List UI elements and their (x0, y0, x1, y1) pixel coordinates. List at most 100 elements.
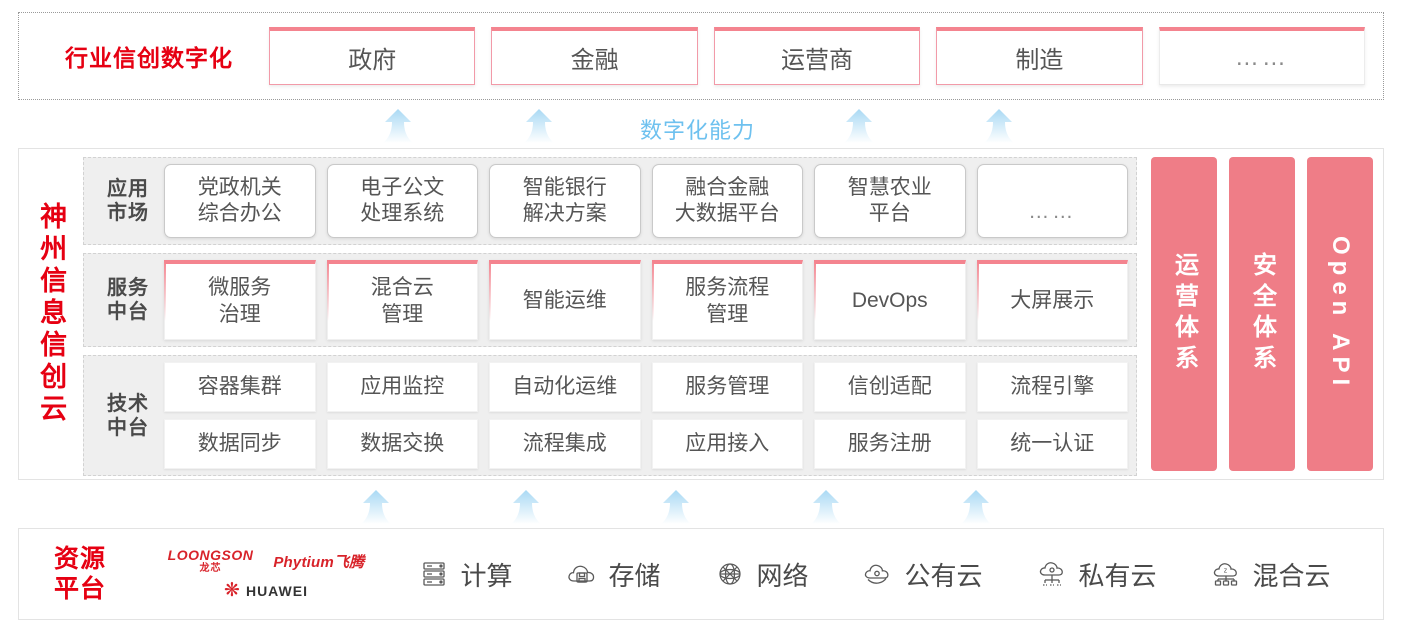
industry-box-finance[interactable]: 金融 (491, 27, 698, 85)
tech-cell-container-cluster[interactable]: 容器集群 (164, 362, 316, 412)
cell-label: 统一认证 (1010, 431, 1095, 455)
loongson-logo: LOONGSON 龙芯 (168, 548, 254, 574)
industry-box-government[interactable]: 政府 (269, 27, 476, 85)
huawei-petal-icon: ❋ (224, 580, 240, 601)
tech-cell-xinchuang-adaptation[interactable]: 信创适配 (814, 362, 966, 412)
service-platform-cells: 微服务治理 混合云管理 智能运维 服务流程管理 DevOps (164, 260, 1128, 340)
app-cell-more[interactable]: …… (976, 164, 1128, 238)
svc-cell-devops[interactable]: DevOps (814, 260, 966, 340)
pillar-open-api[interactable]: Open API (1307, 157, 1373, 471)
industry-box-carrier[interactable]: 运营商 (713, 27, 921, 85)
vendor-logo-row-1: LOONGSON 龙芯 Phytium飞腾 (168, 548, 365, 574)
tech-cell-unified-auth[interactable]: 统一认证 (976, 419, 1128, 469)
cell-line2: 处理系统 (360, 202, 445, 225)
huawei-logo: ❋ HUAWEI (224, 581, 308, 600)
svg-text:z: z (1224, 568, 1228, 575)
layer-technical-platform: 技术 中台 容器集群 应用监控 自动化运维 服务管理 信创适配 流程引擎 (83, 355, 1137, 476)
cell-line1: 混合云 (370, 276, 434, 300)
cell-line1: 微服务 (208, 276, 272, 300)
resource-item-label: 公有云 (904, 560, 983, 591)
up-arrow-icon (505, 489, 547, 525)
cell-label: 流程引擎 (1010, 374, 1095, 398)
resource-title-line2: 平台 (53, 575, 106, 603)
tech-cell-service-registry[interactable]: 服务注册 (814, 419, 966, 469)
cloud-platform-panel: 神州信息信创云 应用 市场 党政机关综合办公 电子公文处理系统 (18, 148, 1384, 480)
industry-box-manufacturing[interactable]: 制造 (936, 27, 1143, 85)
application-market-cells: 党政机关综合办公 电子公文处理系统 智能银行解决方案 融合金融大数据平台 智慧农 (164, 164, 1128, 238)
tech-cell-automated-ops[interactable]: 自动化运维 (489, 362, 641, 412)
cloud-platform-body: 应用 市场 党政机关综合办公 电子公文处理系统 智能银行解决方案 (83, 149, 1383, 479)
up-arrow-icon (805, 489, 847, 525)
resource-item-private-cloud[interactable]: 私有云 (1035, 556, 1157, 593)
app-cell-party-gov-office[interactable]: 党政机关综合办公 (164, 164, 316, 238)
app-cell-fintech-bigdata[interactable]: 融合金融大数据平台 (651, 164, 803, 238)
industry-box-label: 政府 (348, 47, 397, 74)
resource-item-storage[interactable]: 存储 (565, 556, 661, 593)
cell-line1: DevOps (851, 289, 928, 313)
loongson-logo-name: LOONGSON (167, 547, 254, 563)
resource-item-network[interactable]: 网络 (713, 556, 809, 593)
cell-label: 自动化运维 (512, 374, 618, 398)
resource-item-public-cloud[interactable]: 公有云 (861, 556, 983, 593)
up-arrow-icon (978, 108, 1020, 144)
cell-label: 数据同步 (197, 431, 282, 455)
tech-cell-data-sync[interactable]: 数据同步 (164, 419, 316, 469)
cell-label: 流程集成 (522, 431, 607, 455)
svc-cell-service-process-management[interactable]: 服务流程管理 (651, 260, 803, 340)
loongson-logo-sub: 龙芯 (199, 563, 222, 574)
tech-cell-data-exchange[interactable]: 数据交换 (326, 419, 478, 469)
resource-item-hybrid-cloud[interactable]: z 混合云 (1209, 556, 1331, 593)
up-arrow-icon (955, 489, 997, 525)
resource-item-label: 计算 (460, 560, 513, 591)
app-cell-edoc-system[interactable]: 电子公文处理系统 (326, 164, 478, 238)
tech-cell-app-access[interactable]: 应用接入 (651, 419, 803, 469)
huawei-logo-name: HUAWEI (245, 582, 308, 599)
resource-platform-title: 资源 平台 (19, 544, 141, 605)
cell-label: 服务管理 (685, 374, 770, 398)
capability-label: 数字化能力 (640, 118, 756, 143)
up-arrow-icon (838, 108, 880, 144)
tech-cell-process-engine[interactable]: 流程引擎 (976, 362, 1128, 412)
industry-band: 行业信创数字化 政府 金融 运营商 制造 …… (18, 12, 1384, 100)
resource-item-label: 存储 (608, 560, 661, 591)
cell-line1: 党政机关 (197, 175, 282, 199)
cell-line2: 解决方案 (522, 202, 607, 225)
cloud-storage-icon (565, 557, 599, 591)
pillar-operations-system[interactable]: 运营体系 (1151, 157, 1217, 471)
layer-application-market: 应用 市场 党政机关综合办公 电子公文处理系统 智能银行解决方案 (83, 157, 1137, 245)
svc-cell-intelligent-ops[interactable]: 智能运维 (489, 260, 641, 340)
resource-item-compute[interactable]: 计算 (417, 556, 513, 593)
technical-platform-cells: 容器集群 应用监控 自动化运维 服务管理 信创适配 流程引擎 数据同步 数据交换… (164, 362, 1128, 469)
resource-platform-panel: 资源 平台 LOONGSON 龙芯 Phytium飞腾 ❋ HUAWEI (18, 528, 1384, 620)
resource-title-line1: 资源 (53, 544, 106, 573)
tech-cell-process-integration[interactable]: 流程集成 (489, 419, 641, 469)
cell-line2: 大数据平台 (674, 202, 780, 225)
cell-label: 数据交换 (360, 431, 445, 455)
cloud-platform-title: 神州信息信创云 (36, 202, 67, 426)
industry-box-label: …… (1234, 43, 1289, 71)
tech-cell-service-management[interactable]: 服务管理 (651, 362, 803, 412)
vendor-logo-row-2: ❋ HUAWEI (224, 581, 308, 600)
resource-item-label: 网络 (756, 560, 809, 591)
svc-cell-microservice-governance[interactable]: 微服务治理 (164, 260, 316, 340)
cell-label: 容器集群 (197, 374, 282, 398)
svc-cell-large-screen-display[interactable]: 大屏展示 (976, 260, 1128, 340)
svc-cell-hybrid-cloud-management[interactable]: 混合云管理 (326, 260, 478, 340)
cell-label: 信创适配 (847, 374, 932, 398)
pillar-security-system[interactable]: 安全体系 (1229, 157, 1295, 471)
app-cell-smart-bank[interactable]: 智能银行解决方案 (489, 164, 641, 238)
cell-line1: 融合金融 (685, 175, 770, 199)
cell-line2: 综合办公 (197, 202, 282, 225)
network-icon (713, 557, 747, 591)
layer-label-service-platform: 服务 中台 (92, 276, 164, 324)
tech-cell-app-monitoring[interactable]: 应用监控 (326, 362, 478, 412)
industry-box-label: 运营商 (781, 47, 854, 74)
server-icon (417, 557, 451, 591)
cloud-layer-list: 应用 市场 党政机关综合办公 电子公文处理系统 智能银行解决方案 (83, 157, 1137, 476)
layer-label-line1: 服务 (107, 277, 149, 299)
industry-box-more[interactable]: …… (1158, 27, 1366, 85)
resource-item-list: 计算 存储 (391, 556, 1383, 593)
cell-line1: 智慧农业 (847, 175, 932, 199)
cell-line1: 服务流程 (685, 276, 770, 300)
app-cell-smart-agriculture[interactable]: 智慧农业平台 (814, 164, 966, 238)
